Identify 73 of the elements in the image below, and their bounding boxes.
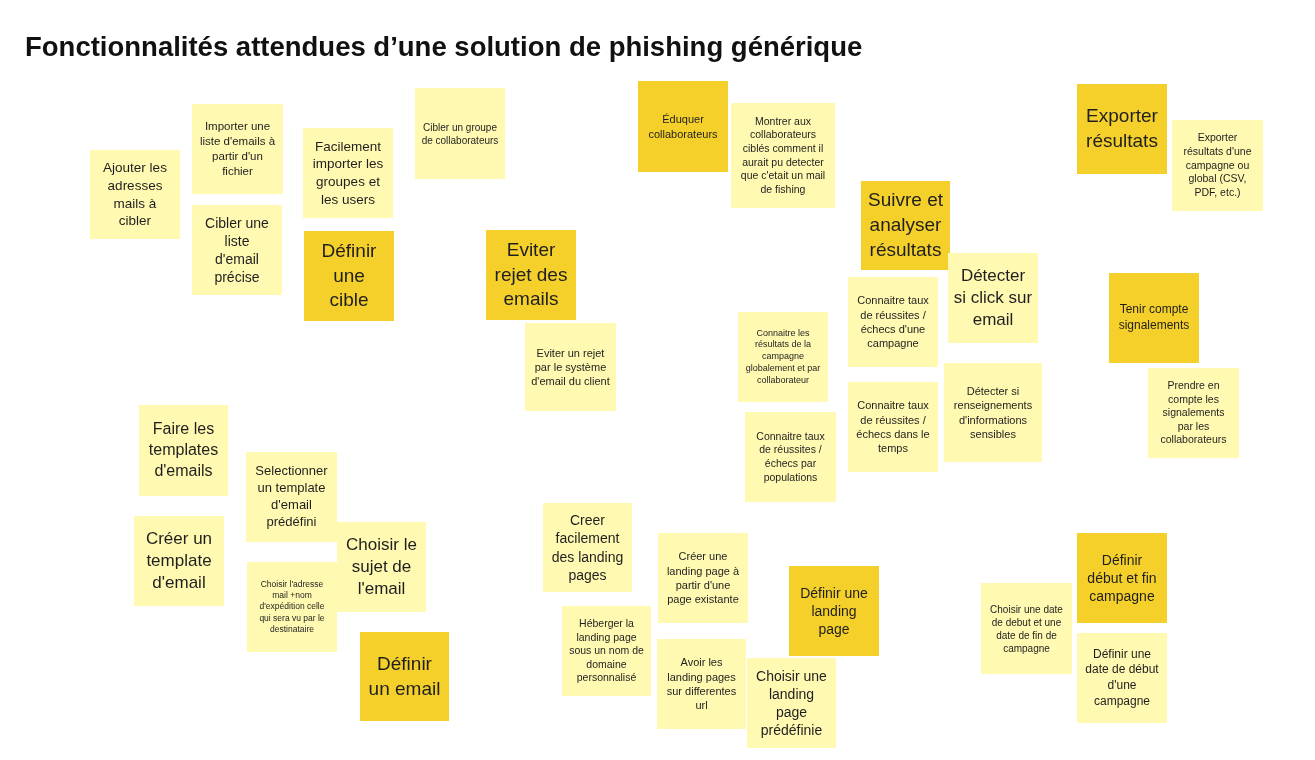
sticky-note bbox=[848, 277, 938, 367]
sticky-note bbox=[848, 382, 938, 472]
sticky-note bbox=[90, 150, 180, 239]
sticky-note bbox=[657, 639, 746, 729]
note-text: Choisir le sujet de l'email bbox=[345, 533, 418, 601]
sticky-note bbox=[948, 253, 1038, 343]
note-text: Créer un template d'email bbox=[144, 527, 214, 595]
note-text: Créer une landing page à partir d'une page existante bbox=[665, 549, 741, 607]
note-text: Définir une date de début d'une campagne bbox=[1084, 646, 1160, 710]
sticky-note bbox=[745, 412, 836, 502]
note-text: Selectionner un template d'email prédéfini bbox=[254, 463, 329, 531]
note-text: Prendre en compte les signalements par les collaborateurs bbox=[1159, 378, 1228, 448]
note-text: Connaitre les résultats de la campagne globalement et par collaborateur bbox=[744, 327, 822, 387]
sticky-note bbox=[638, 81, 728, 172]
sticky-note bbox=[1077, 633, 1167, 723]
sticky-note bbox=[192, 205, 282, 295]
note-text: Héberger la landing page sous un nom de domaine personnalisé bbox=[568, 616, 645, 686]
note-text: Définir un email bbox=[368, 651, 441, 701]
note-text: Détecter si click sur email bbox=[953, 264, 1033, 332]
sticky-note bbox=[562, 606, 651, 696]
sticky-note bbox=[981, 583, 1072, 674]
note-text: Eviter rejet des emails bbox=[493, 237, 569, 312]
note-text: Suivre et analyser résultats bbox=[867, 188, 944, 262]
note-text: Facilement importer les groupes et les users bbox=[311, 137, 385, 209]
note-text: Éduquer collaborateurs bbox=[647, 112, 719, 141]
sticky-note bbox=[303, 128, 393, 218]
sticky-note bbox=[1172, 120, 1263, 211]
sticky-note bbox=[1109, 273, 1199, 363]
sticky-note bbox=[525, 323, 616, 411]
sticky-note bbox=[543, 503, 632, 592]
note-text: Choisir une landing page prédéfinie bbox=[755, 666, 828, 740]
sticky-note bbox=[789, 566, 879, 656]
sticky-note bbox=[139, 405, 228, 496]
note-text: Connaitre taux de réussites / échecs d'une campagne bbox=[856, 293, 930, 351]
sticky-note bbox=[861, 181, 950, 270]
sticky-note bbox=[1077, 533, 1167, 623]
note-text: Montrer aux collaborateurs ciblés comment il aurait pu detecter que c'etait un mail de fishing bbox=[739, 114, 827, 197]
note-text: Cibler une liste d'email précise bbox=[204, 213, 270, 287]
sticky-note bbox=[415, 88, 505, 179]
sticky-note bbox=[731, 103, 835, 208]
sticky-note bbox=[944, 363, 1042, 462]
sticky-note bbox=[337, 522, 426, 612]
sticky-note bbox=[134, 516, 224, 606]
sticky-note bbox=[192, 104, 283, 194]
note-text: Définir une landing page bbox=[799, 583, 869, 639]
note-text: Détecter si renseignements d'informations sensibles bbox=[952, 383, 1034, 442]
note-text: Ajouter les adresses mails à cibler bbox=[102, 159, 168, 230]
note-text: Exporter résultats d'une campagne ou global (CSV, PDF, etc.) bbox=[1182, 131, 1253, 200]
note-text: Connaitre taux de réussites / échecs par populations bbox=[755, 429, 826, 485]
note-text: Définir une cible bbox=[320, 238, 378, 313]
note-text: Connaitre taux de réussites / échecs dans le temps bbox=[855, 398, 931, 456]
note-text: Définir début et fin campagne bbox=[1086, 550, 1158, 606]
note-text: Choisir l'adresse mail +nom d'expédition celle qui sera vu par le destinataire bbox=[258, 579, 326, 635]
note-text: Eviter un rejet par le système d'email du client bbox=[530, 345, 611, 389]
sticky-note bbox=[246, 452, 337, 542]
note-text: Avoir les landing pages sur differentes url bbox=[665, 655, 738, 713]
note-text: Exporter résultats bbox=[1085, 104, 1159, 153]
note-text: Importer une liste d'emails à partir d'un fichier bbox=[198, 119, 277, 179]
note-text: Faire les templates d'emails bbox=[147, 419, 220, 481]
note-text: Cibler un groupe de collaborateurs bbox=[420, 120, 500, 147]
sticky-note bbox=[1077, 84, 1167, 174]
sticky-note bbox=[747, 658, 836, 748]
sticky-note bbox=[486, 230, 576, 320]
sticky-note bbox=[304, 231, 394, 321]
note-text: Tenir compte signalements bbox=[1117, 302, 1191, 334]
sticky-note bbox=[738, 312, 828, 402]
sticky-note bbox=[658, 533, 748, 623]
sticky-note bbox=[1148, 368, 1239, 458]
page-title: Fonctionnalités attendues d’une solution de phishing générique bbox=[25, 31, 863, 63]
sticky-note bbox=[247, 562, 337, 652]
note-text: Choisir une date de debut et une date de fin de campagne bbox=[989, 602, 1064, 655]
note-text: Creer facilement des landing pages bbox=[550, 511, 625, 584]
sticky-note bbox=[360, 632, 449, 721]
